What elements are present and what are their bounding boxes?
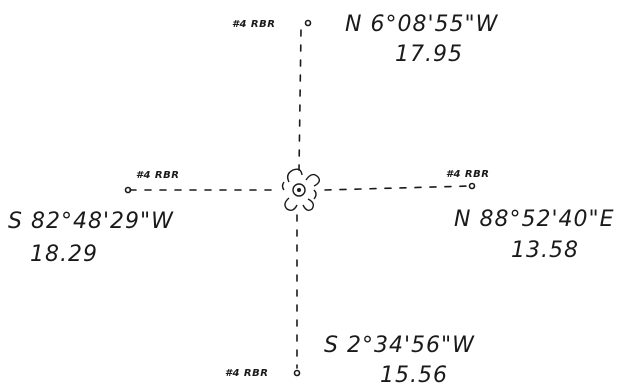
survey-monument-icon xyxy=(281,168,321,212)
south-pin-tag: #4 RBR xyxy=(225,368,268,379)
east-bearing: N 88°52'40"E xyxy=(454,207,615,232)
east-pin-marker xyxy=(468,182,476,190)
west-bearing: S 82°48'29"W xyxy=(8,209,174,234)
west-pin-tag: #4 RBR xyxy=(136,170,179,181)
west-pin-marker xyxy=(124,186,132,194)
tie-line-east xyxy=(324,185,471,191)
north-distance: 17.95 xyxy=(395,42,463,67)
north-pin-marker xyxy=(304,19,312,27)
south-pin-marker xyxy=(293,369,301,377)
tie-line-north xyxy=(298,29,302,171)
south-bearing: S 2°34'56"W xyxy=(324,333,475,358)
north-pin-tag: #4 RBR xyxy=(232,19,275,30)
east-pin-tag: #4 RBR xyxy=(446,169,489,180)
south-distance: 15.56 xyxy=(380,363,448,387)
north-bearing: N 6°08'55"W xyxy=(345,12,499,37)
east-distance: 13.58 xyxy=(511,238,579,263)
west-distance: 18.29 xyxy=(30,242,98,267)
